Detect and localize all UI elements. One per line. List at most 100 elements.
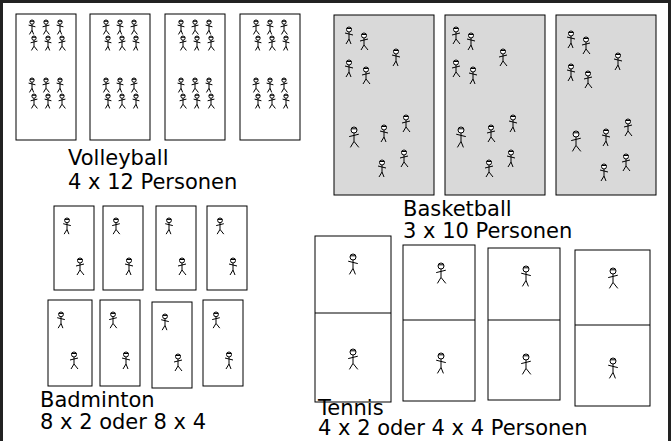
stick-figure	[378, 160, 386, 177]
stick-figure	[622, 154, 630, 171]
courts	[16, 14, 656, 406]
tennis-net	[488, 320, 560, 321]
player-count: 8 x 2 oder 8 x 4	[40, 412, 206, 433]
stick-figure	[269, 94, 276, 108]
basketball-court	[556, 15, 656, 195]
tennis-court	[575, 250, 650, 406]
stick-figure	[57, 312, 65, 328]
stick-figure	[267, 78, 274, 92]
stick-figure	[63, 218, 71, 234]
stick-figure	[180, 36, 187, 50]
stick-figure	[131, 20, 138, 34]
stick-figure	[45, 94, 52, 108]
stick-figure	[521, 354, 531, 374]
stick-figure	[229, 258, 237, 275]
basketball-court	[334, 15, 434, 195]
player-count: 4 x 2 oder 4 x 4 Personen	[318, 418, 588, 439]
stick-figure	[253, 78, 260, 92]
stick-figure	[70, 352, 78, 369]
player-count: 4 x 12 Personen	[68, 172, 237, 193]
stick-figure	[255, 94, 262, 108]
stick-figure	[194, 36, 201, 50]
stick-figure	[76, 258, 84, 275]
stick-figure	[105, 94, 112, 108]
stick-figure	[452, 27, 460, 44]
stick-figure	[206, 78, 213, 92]
stick-figure	[467, 33, 475, 50]
stick-figure	[125, 258, 133, 275]
stick-figure	[43, 20, 50, 34]
stick-figure	[208, 36, 215, 50]
stick-figure	[348, 254, 358, 274]
tennis-net	[575, 325, 650, 326]
volleyball-court	[90, 14, 150, 140]
stick-figure	[192, 20, 199, 34]
stick-figure	[499, 49, 507, 66]
stick-figure	[119, 36, 126, 50]
stick-figure	[103, 78, 110, 92]
stick-figure	[624, 119, 632, 136]
stick-figure	[212, 312, 220, 328]
basketball-court	[445, 15, 545, 195]
sport-name: Basketball	[403, 199, 512, 220]
stick-figure	[225, 352, 233, 369]
stick-figure	[59, 36, 66, 50]
stick-figure	[584, 71, 592, 88]
stick-figure	[180, 94, 187, 108]
badminton-court	[103, 206, 143, 290]
stick-figure	[178, 258, 186, 275]
stick-figure	[582, 37, 590, 54]
sport-name: Tennis	[318, 398, 384, 419]
stick-figure	[117, 78, 124, 92]
stick-figure	[600, 164, 608, 181]
stick-figure	[452, 60, 460, 77]
stick-figure	[380, 125, 388, 142]
stick-figure	[485, 160, 493, 177]
stick-figure	[602, 129, 610, 146]
stick-figure	[348, 349, 358, 369]
stick-figure	[400, 150, 408, 167]
sport-name: Badminton	[40, 390, 155, 411]
stick-figure	[571, 131, 581, 151]
badminton-court	[100, 300, 140, 386]
stick-figure	[436, 263, 446, 283]
stick-figure	[119, 94, 126, 108]
tennis-net	[403, 320, 475, 321]
stick-figure	[194, 94, 201, 108]
stick-figure	[109, 312, 117, 328]
stick-figure	[608, 358, 618, 378]
stick-figure	[57, 20, 64, 34]
stick-figure	[567, 64, 575, 81]
stick-figure	[59, 94, 66, 108]
stick-figure	[165, 218, 173, 234]
stick-figure	[360, 33, 368, 50]
stick-figure	[567, 31, 575, 48]
stick-figure	[133, 36, 140, 50]
stick-figure	[392, 49, 400, 66]
stick-figure	[608, 268, 618, 288]
sport-name: Volleyball	[68, 148, 168, 169]
stick-figure	[105, 36, 112, 50]
stick-figure	[208, 94, 215, 108]
volleyball-court	[240, 14, 300, 140]
stick-figure	[614, 53, 622, 70]
stick-figure	[349, 127, 359, 147]
stick-figure	[131, 78, 138, 92]
stick-figure	[283, 36, 290, 50]
tennis-net	[315, 313, 391, 314]
stick-figure	[122, 352, 130, 369]
badminton-court	[203, 300, 243, 386]
stick-figure	[345, 27, 353, 44]
stick-figure	[178, 78, 185, 92]
stick-figure	[31, 36, 38, 50]
stick-figure	[192, 78, 199, 92]
stick-figure	[57, 78, 64, 92]
badminton-court	[54, 206, 94, 290]
stick-figure	[178, 20, 185, 34]
stick-figure	[45, 36, 52, 50]
stick-figure	[161, 314, 169, 330]
stick-figure	[402, 115, 410, 132]
players	[29, 20, 632, 378]
stick-figure	[283, 94, 290, 108]
